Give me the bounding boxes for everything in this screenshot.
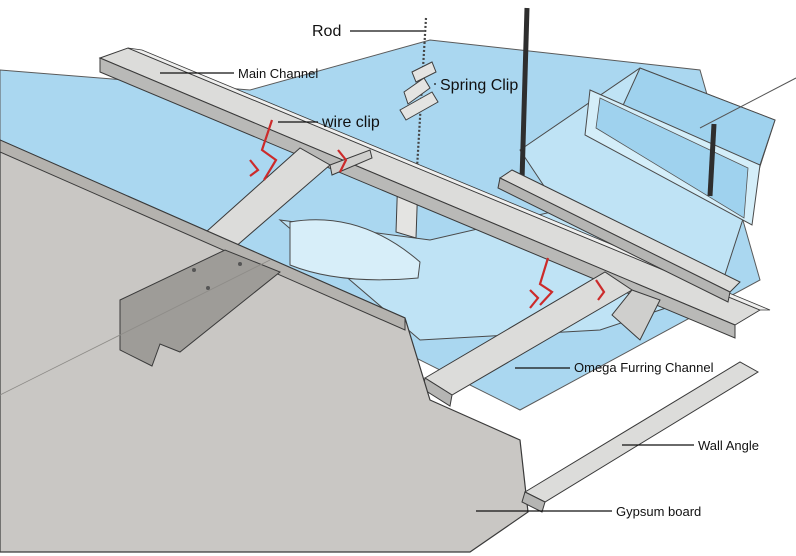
label-omega-furring-channel: Omega Furring Channel [574, 360, 714, 375]
wall-angle [521, 361, 759, 513]
label-gypsum-board: Gypsum board [616, 504, 701, 519]
wire-clips [249, 119, 606, 309]
furring-channel-right [422, 271, 661, 407]
gypsum-board [0, 139, 529, 553]
leader-lines [160, 30, 694, 512]
duct-support-angle [497, 169, 741, 303]
label-rod: Rod [312, 23, 341, 40]
label-main-channel: Main Channel [238, 66, 318, 81]
label-wall-angle: Wall Angle [698, 438, 759, 453]
hanger-rods [414, 7, 796, 197]
air-duct [278, 67, 776, 341]
label-wire-clip: wire clip [321, 114, 380, 131]
label-spring-clip: Spring Clip [440, 77, 518, 94]
main-channel [98, 47, 771, 339]
